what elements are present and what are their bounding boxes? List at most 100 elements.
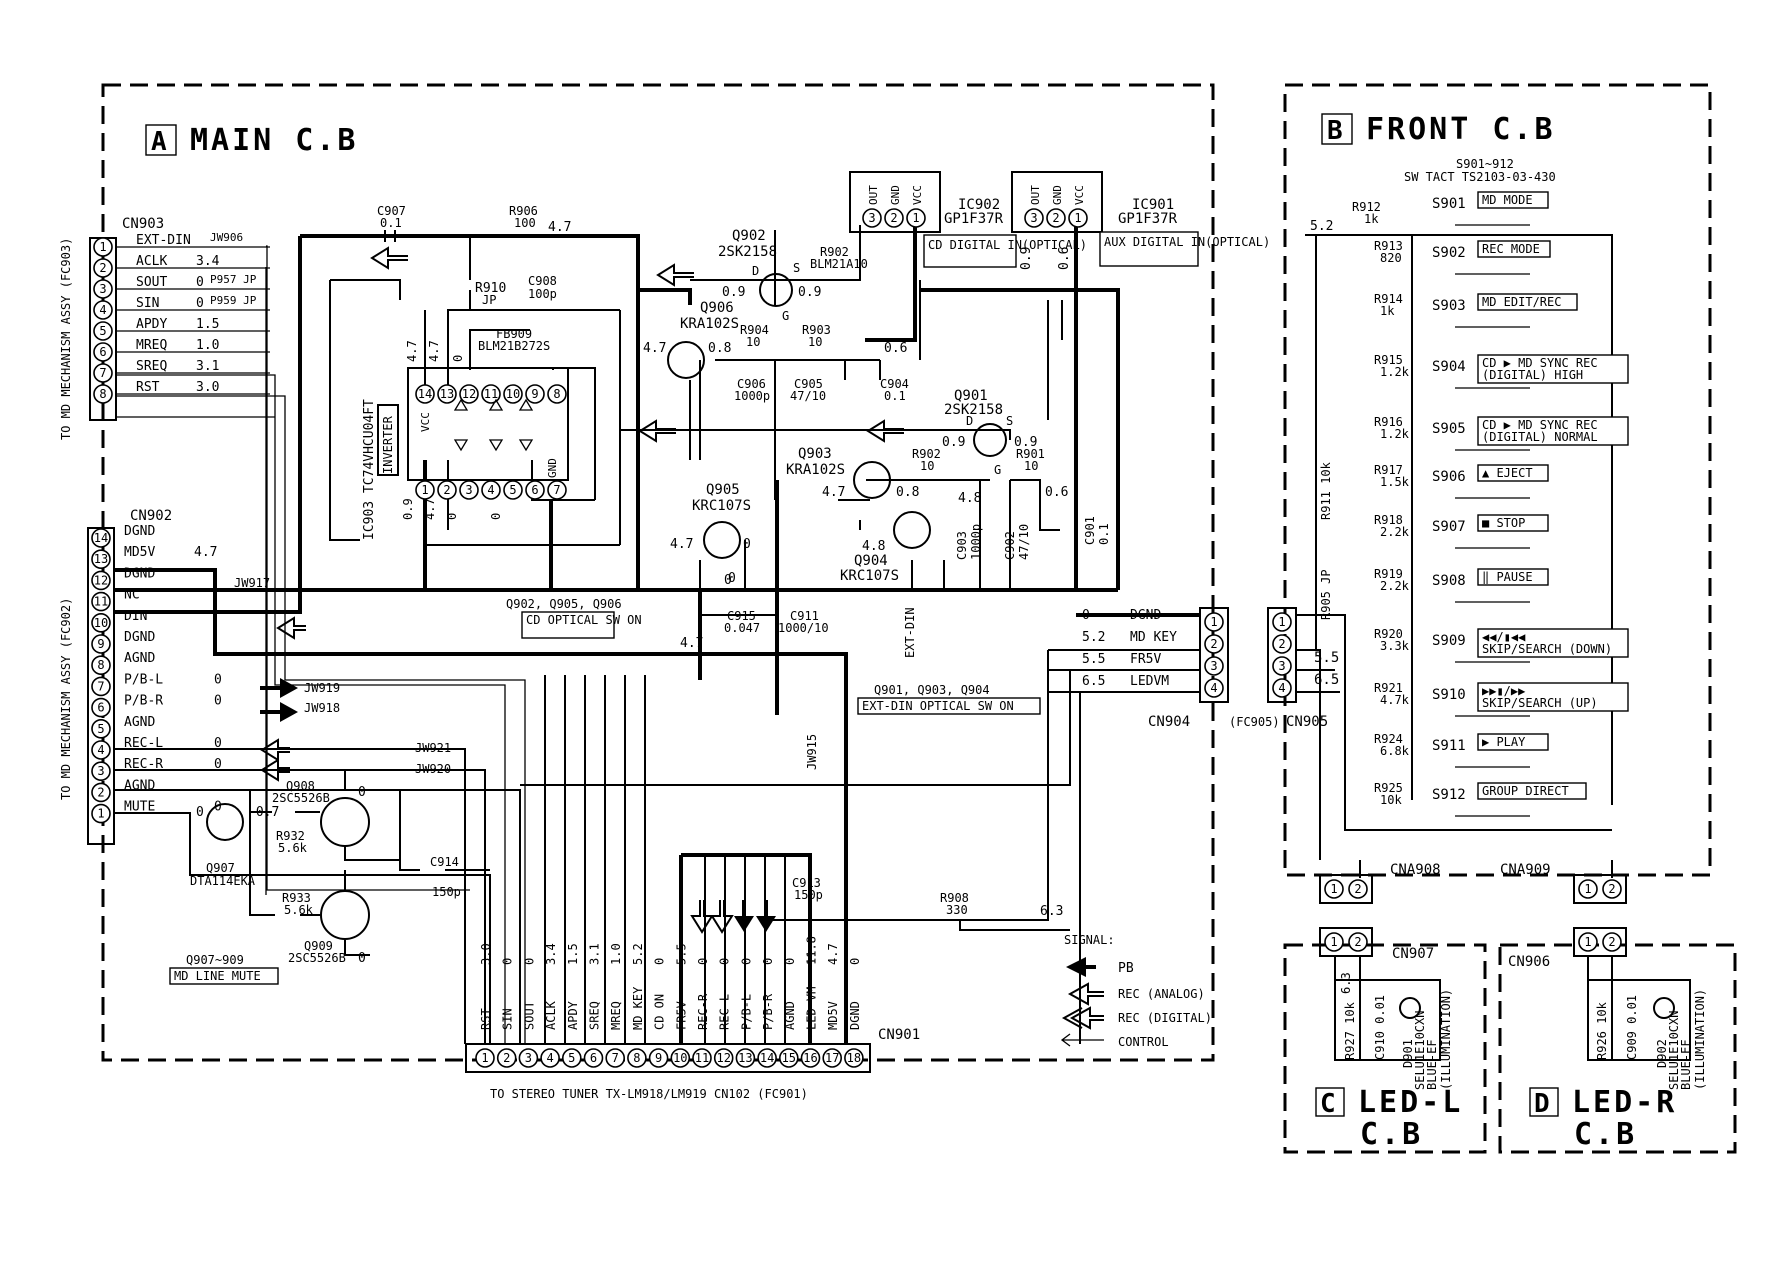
c911-value: 1000/10 (778, 621, 829, 635)
switch-S912-ref: S912 (1432, 787, 1466, 803)
cn902-pin-14-circle (91, 528, 111, 548)
led-r-d-part: SELU1E10CXN (1667, 1011, 1681, 1090)
r911-label: R911 10k (1319, 461, 1333, 520)
ic903-pin-7-circle (547, 480, 567, 500)
cna908-pin-2-circle (1348, 879, 1368, 899)
ic903-pin-4-circle (481, 480, 501, 500)
cn901-pin-4-num: 4 (546, 1051, 553, 1065)
q908-part: 2SC5526B (272, 791, 330, 805)
cn901-pin-4-circle (540, 1048, 560, 1068)
led-r-d-use: (ILLUMINATION) (1693, 989, 1707, 1090)
ic901-pins-2-circle (1046, 208, 1066, 228)
cn906-pin-1-num: 1 (1584, 935, 1591, 949)
switch-S905-ref: S905 (1432, 421, 1466, 437)
q909-v: 0 (358, 951, 366, 966)
pb-l-arrow-icon (260, 678, 298, 698)
cn901-signal-13: P/B-L (739, 994, 753, 1030)
ic903-pin-2-circle (437, 480, 457, 500)
led-r-c: C909 0.01 (1625, 995, 1639, 1060)
ic903-pin-14-circle (415, 384, 435, 404)
transistor-q905: Q905 KRC107S 4.7 0 0 (670, 482, 751, 586)
ic903-pin-10-num: 10 (506, 387, 520, 401)
note-md-line-mute: MD LINE MUTE (174, 969, 261, 983)
cn906-label: CN906 (1508, 954, 1550, 970)
ic901-pins-2-num: 2 (1052, 211, 1059, 225)
r903-v: 0.6 (884, 341, 907, 356)
c914-ref: C914 (430, 855, 459, 869)
cn903-voltage-5: 1.5 (196, 317, 219, 332)
switch-S902-resistor: R913 (1374, 239, 1403, 253)
cn901-pin-17-num: 17 (825, 1051, 839, 1065)
cn901-pin-18-circle (844, 1048, 864, 1068)
ic903-pin-10-circle (503, 384, 523, 404)
fb909-ref: FB909 (496, 327, 532, 341)
ic901-name: IC901 (1132, 197, 1174, 213)
ic902-part: GP1F37R (944, 211, 1004, 227)
c901-value: 0.1 (1097, 523, 1111, 545)
transistor-q909: Q909 2SC5526B 0 (288, 890, 370, 966)
cn906-pin-2-circle (1602, 932, 1622, 952)
cn906-pin-1-circle (1578, 932, 1598, 952)
cn901-pin-7-circle (605, 1048, 626, 1068)
r903-ref: R903 (802, 323, 831, 337)
c902-ref: C902 (1003, 531, 1017, 560)
legend-pb-label: PB (1118, 961, 1134, 976)
switch-S910-rvalue: 4.7k (1380, 693, 1410, 707)
cn902-pin-3-circle (91, 761, 111, 782)
cn902-pin-2-num: 2 (97, 785, 104, 799)
cn901-voltage-2: 0 (501, 958, 515, 965)
led-l-board-name: LED-L (1358, 1085, 1463, 1120)
ic901-label: AUX DIGITAL IN(OPTICAL) (1104, 235, 1270, 249)
switch-S903-ref: S903 (1432, 298, 1466, 314)
cn901-pin-16-circle (800, 1048, 821, 1068)
cn903-pin-8-circle (93, 384, 113, 404)
ic902-label: CD DIGITAL IN(OPTICAL) (928, 238, 1087, 252)
r905-label: R905 JP (1319, 569, 1333, 620)
r901-value: 10 (1024, 459, 1038, 473)
cn902-signal-1: MUTE (124, 800, 155, 815)
signal-legend: SIGNAL: PB REC (ANALOG) REC (DIGITAL) CO… (1060, 933, 1212, 1049)
switch-S911-rvalue: 6.8k (1380, 744, 1410, 758)
switch-S911-label: ▶ PLAY (1482, 735, 1526, 749)
cn907-pin-1-num: 1 (1330, 935, 1337, 949)
ic903-v-pin14: 4.7 (405, 340, 419, 362)
cn902-voltage-6: 0 (214, 694, 222, 709)
ic903-pin-9-num: 9 (531, 387, 538, 401)
ic902-pins-name-1: VCC (911, 185, 924, 205)
cna909-pin-1-num: 1 (1584, 882, 1591, 896)
ic902-pins-3-circle (862, 208, 882, 228)
cna909-label: CNA909 (1500, 862, 1551, 878)
q907-v-b: 0 (196, 805, 204, 820)
digital-arrow-icon-4 (866, 419, 904, 443)
cn901-pin-16-num: 16 (803, 1051, 817, 1065)
switch-S901-label: MD MODE (1482, 193, 1533, 207)
cn901-voltage-15: 0 (783, 958, 797, 965)
r903-value: 10 (808, 335, 822, 349)
cn903-jumper-1: JW906 (210, 231, 243, 244)
cn901-pin-18-num: 18 (847, 1051, 861, 1065)
cn902-signal-9: DGND (124, 630, 155, 645)
cn902-signal-7: P/B-L (124, 672, 163, 687)
switch-S904-rvalue: 1.2k (1380, 365, 1410, 379)
ic903-gnd-label: GND (546, 458, 559, 478)
cn903-pin-7-num: 7 (99, 366, 106, 380)
cn901-pin-9-circle (648, 1048, 669, 1068)
cn905-v-pin3: 5.5 (1314, 650, 1339, 666)
cn902-signal-3: REC-R (124, 757, 163, 772)
r904-value: 10 (746, 335, 760, 349)
ic903-v-pin13: 4.7 (427, 340, 441, 362)
q908-v: 0 (358, 785, 366, 800)
c903-ref: C903 (955, 531, 969, 560)
switch-S903-resistor: R914 (1374, 292, 1403, 306)
c904-value: 0.1 (884, 389, 906, 403)
cn901-voltage-8: 5.2 (631, 943, 645, 965)
cn904-pin-4-num: 4 (1210, 681, 1217, 695)
r910-value: JP (482, 293, 496, 307)
cn902-pin-12-circle (91, 570, 111, 591)
cn901-label: CN901 (878, 1027, 920, 1043)
q905-part: KRC107S (692, 498, 751, 514)
cn901-voltage-3: 0 (522, 958, 536, 965)
led-r-d: D902 (1655, 1039, 1669, 1068)
